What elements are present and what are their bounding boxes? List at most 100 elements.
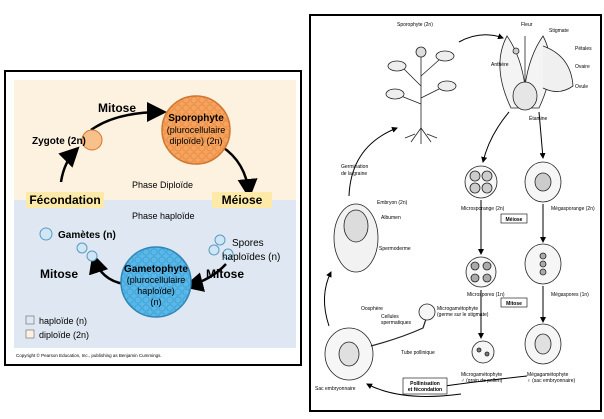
petal — [542, 45, 574, 92]
plant-roots — [404, 127, 438, 144]
microsporangium-lobe — [481, 170, 493, 182]
germination-label-1: Germination — [341, 164, 368, 170]
mitose-box — [500, 297, 528, 308]
microspores-label: Microspores (1n) — [467, 292, 505, 298]
angiosperm-cycle-panel: Sporophyte (2n) Fleur Stigmate Pétales A… — [309, 14, 602, 412]
megagametophyte-bottom-label-1: Mégagamétophyte — [527, 372, 569, 378]
oosphere-label: Oosphère — [361, 306, 383, 312]
gametophyte-title: Gametophyte — [124, 264, 188, 275]
cycle-arrow-bottom-right — [183, 263, 227, 292]
microgametophyte-label-2: (germe sur le stigmate) — [437, 312, 489, 318]
gamete-cell — [76, 242, 88, 254]
microspore — [470, 261, 480, 271]
plant-leaf — [385, 88, 405, 100]
sporophyte-label: Sporophyte (2n) — [397, 22, 433, 28]
arrow-fertilization-to-seed — [324, 271, 332, 327]
microspore — [470, 273, 480, 283]
microsporangium-label: Microsporange (2n) — [461, 206, 505, 212]
plant-leaf — [437, 80, 457, 92]
meiose-label: Méiose — [222, 193, 263, 207]
megaspores-label: Mégaspores (1n) — [551, 292, 589, 298]
megaspore — [539, 252, 547, 260]
zygote-cell — [81, 129, 103, 151]
angiosperm-diagram: Sporophyte (2n) Fleur Stigmate Pétales A… — [315, 22, 595, 397]
legend-diploid-swatch — [25, 329, 35, 339]
spores-label-1: Spores — [232, 238, 264, 249]
microsporangium-shape — [464, 165, 498, 199]
gametophyte-circle — [120, 246, 192, 318]
sporophyte-desc-2: diploïde) (2n) — [169, 136, 222, 146]
plant-stem — [400, 56, 442, 128]
legend-diploid-label: diploïde (2n) — [39, 330, 89, 340]
sporophyte-circle — [161, 95, 231, 165]
mitose-right-label: Mitose — [206, 267, 244, 281]
zygote-label: Zygote (2n) — [32, 136, 86, 147]
gametophyte-desc-2: haploïde) — [137, 286, 175, 296]
gamete-cell — [86, 250, 98, 262]
meiose-box — [500, 213, 528, 224]
gamete-cell — [39, 227, 53, 241]
embryo-sac-label: Sac embryonnaire — [315, 386, 356, 392]
anther-shape — [512, 47, 520, 55]
flower-label: Fleur — [521, 22, 533, 28]
microgametophyte-bottom-label-2: ♂ (grain de pollen) — [461, 378, 503, 384]
megaspore — [539, 268, 547, 276]
embryo-sac-inner — [534, 333, 552, 355]
embryo-label: Embryon (2n) — [377, 200, 408, 206]
spore-cell — [214, 234, 226, 246]
meiose-box-label: Méiose — [506, 217, 523, 223]
microsporangium-lobe — [469, 182, 481, 194]
legend-haploid-swatch — [25, 315, 35, 325]
arrow-to-fertilization — [366, 383, 462, 397]
fecondation-box — [26, 192, 104, 208]
spores-label-2: haploïdes (n) — [222, 252, 280, 263]
meiose-box — [212, 192, 272, 208]
sperm-cells-label-1: Cellules — [381, 314, 399, 320]
pollen-tube-label: Tube pollinique — [401, 350, 435, 356]
megagametophyte-bottom-label-2: ♀ (sac embryonnaire) — [527, 378, 576, 384]
pollen-grain — [471, 340, 495, 364]
cycle-arrow-left — [58, 146, 80, 183]
phase-haploid-label: Phase haploïde — [132, 211, 195, 221]
albumen-label: Albumen — [381, 215, 401, 221]
spore-cell — [222, 248, 234, 260]
ovary-shape — [512, 81, 538, 111]
microgametophyte-label-1: Microgamétophyte — [437, 306, 478, 312]
mitose-top-label: Mitose — [98, 101, 136, 115]
anther-label: Anthère — [491, 62, 509, 68]
ovary-label: Ovaire — [575, 64, 590, 70]
sporophyte-desc-1: (plurocellulaire — [167, 125, 226, 135]
life-cycle-diagram: Sporophyte (plurocellulaire diploïde) (2… — [14, 80, 296, 358]
stamen-label: Étamine — [529, 115, 548, 122]
legend-haploid-label: haploïde (n) — [39, 316, 87, 326]
microgametophyte-bottom-label-1: Microgamétophyte — [461, 372, 502, 378]
fecondation-label: Fécondation — [29, 193, 100, 207]
microspore — [482, 261, 492, 271]
embryo-shape — [343, 209, 369, 243]
megasporangium-cell — [534, 172, 552, 192]
sporophyte-title: Sporophyte — [168, 113, 224, 124]
microspore — [482, 273, 492, 283]
microspores-shape — [465, 256, 497, 288]
pollination-label-2: et fécondation — [408, 387, 442, 393]
pollination-label-1: Pollinisation — [410, 381, 440, 387]
microsporangium-lobe — [469, 170, 481, 182]
phase-diploid-label: Phase Diploïde — [132, 180, 193, 190]
microsporangium-lobe — [481, 182, 493, 194]
mitose-left-label: Mitose — [40, 267, 78, 281]
pollen-tube — [370, 315, 428, 347]
stigma-label: Stigmate — [549, 28, 569, 34]
spore-cell — [208, 244, 220, 256]
arrow-seed-to-plant — [348, 127, 398, 197]
plant-leaf — [435, 50, 455, 62]
cycle-arrow-top — [90, 102, 167, 132]
sperm-cells-label-2: spermatiques — [381, 320, 412, 326]
mitose-box-label: Mitose — [506, 301, 522, 307]
copyright-text: Copyright © Pearson Education, Inc., pub… — [16, 352, 162, 358]
plant-leaf — [387, 60, 407, 72]
gametes-label: Gamètes (n) — [58, 230, 116, 241]
arrow-plant-to-flower — [458, 33, 504, 43]
gametophyte-desc-3: (n) — [151, 297, 162, 307]
pollen-nucleus — [476, 347, 482, 353]
gametophyte-desc-1: (plurocellulaire — [127, 275, 186, 285]
